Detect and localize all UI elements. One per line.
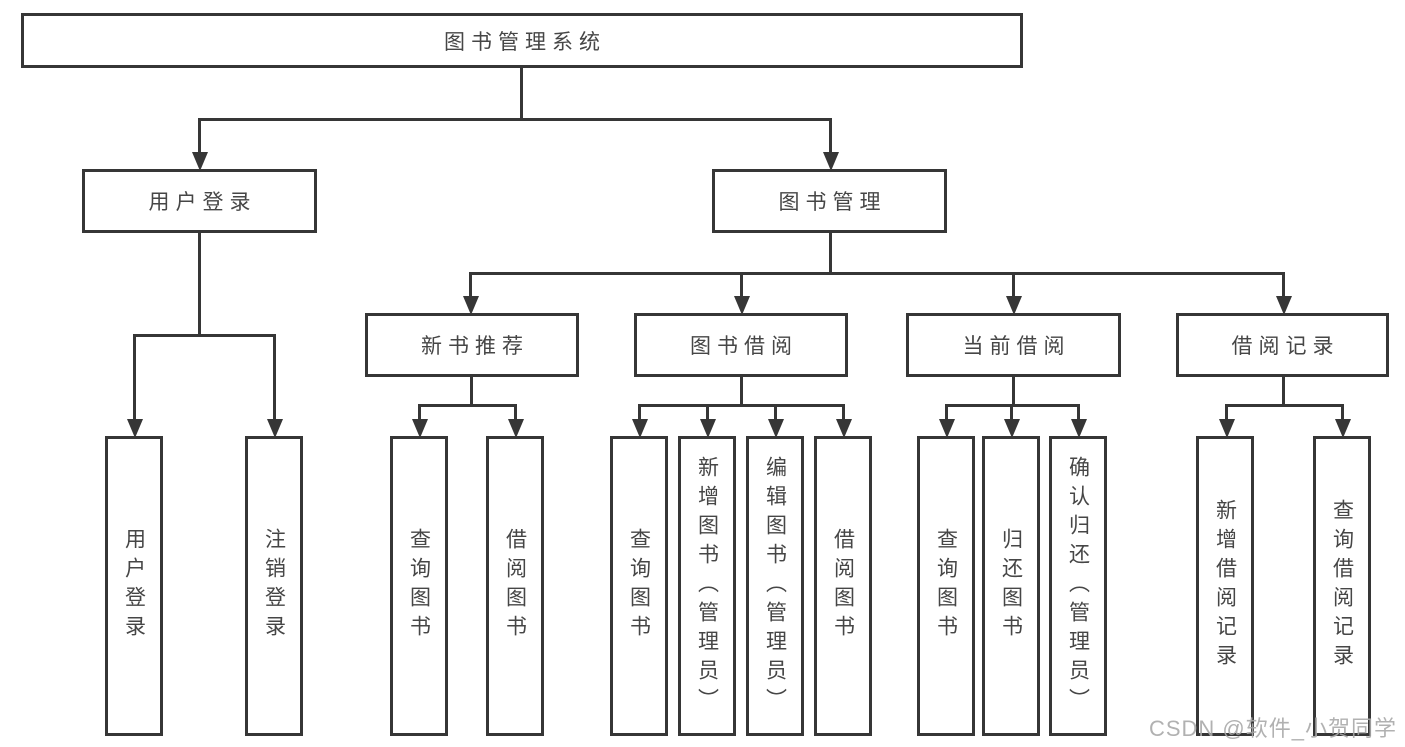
node-root-library-system: 图书管理系统 [21, 13, 1023, 68]
tree-connector-line [520, 66, 523, 120]
tree-connector-line [1225, 404, 1228, 422]
tree-connector-line [638, 404, 845, 407]
leaf-query-borrow-record: 查询借阅记录 [1313, 436, 1371, 736]
node-new-book-recommend: 新书推荐 [365, 313, 579, 377]
tree-connector-line [273, 334, 276, 422]
tree-connector-line [1282, 272, 1285, 299]
node-user-login: 用户登录 [82, 169, 317, 233]
tree-connector-line [774, 404, 777, 422]
tree-connector-line [418, 404, 421, 422]
arrowhead-down-icon [1071, 419, 1087, 438]
tree-connector-line [842, 404, 845, 422]
tree-connector-line [1012, 272, 1015, 299]
arrowhead-down-icon [412, 419, 428, 438]
leaf-label: 借阅图书 [831, 528, 855, 644]
tree-connector-line [198, 118, 832, 121]
node-borrowing-records: 借阅记录 [1176, 313, 1389, 377]
leaf-edit-books-admin: 编辑图书（管理员） [746, 436, 804, 736]
tree-connector-line [1225, 404, 1344, 407]
node-book-borrowing: 图书借阅 [634, 313, 848, 377]
tree-connector-line [198, 118, 201, 155]
arrowhead-down-icon [823, 152, 839, 171]
tree-connector-line [1282, 375, 1285, 407]
arrowhead-down-icon [939, 419, 955, 438]
tree-connector-line [514, 404, 517, 422]
node-current-borrowing: 当前借阅 [906, 313, 1121, 377]
arrowhead-down-icon [463, 296, 479, 315]
tree-connector-line [469, 272, 472, 299]
arrowhead-down-icon [632, 419, 648, 438]
tree-connector-line [829, 231, 832, 275]
tree-connector-line [133, 334, 276, 337]
leaf-label: 查询图书 [407, 528, 431, 644]
arrowhead-down-icon [836, 419, 852, 438]
arrowhead-down-icon [1276, 296, 1292, 315]
leaf-add-borrow-record: 新增借阅记录 [1196, 436, 1254, 736]
tree-connector-line [1341, 404, 1344, 422]
arrowhead-down-icon [700, 419, 716, 438]
leaf-return-books: 归还图书 [982, 436, 1040, 736]
tree-connector-line [470, 375, 473, 407]
leaf-label: 查询图书 [627, 528, 651, 644]
leaf-confirm-return-admin: 确认归还（管理员） [1049, 436, 1107, 736]
tree-connector-line [198, 231, 201, 337]
arrowhead-down-icon [734, 296, 750, 315]
leaf-label: 新增借阅记录 [1213, 499, 1237, 673]
tree-connector-line [945, 404, 948, 422]
leaf-query-books-borrowing: 查询图书 [610, 436, 668, 736]
leaf-logout: 注销登录 [245, 436, 303, 736]
leaf-query-books-recommend: 查询图书 [390, 436, 448, 736]
arrowhead-down-icon [267, 419, 283, 438]
leaf-label: 新增图书（管理员） [695, 455, 719, 717]
arrowhead-down-icon [1219, 419, 1235, 438]
arrowhead-down-icon [127, 419, 143, 438]
arrowhead-down-icon [1006, 296, 1022, 315]
leaf-borrow-books: 借阅图书 [814, 436, 872, 736]
arrowhead-down-icon [192, 152, 208, 171]
arrowhead-down-icon [768, 419, 784, 438]
tree-connector-line [740, 272, 743, 299]
node-book-management: 图书管理 [712, 169, 947, 233]
leaf-borrow-books-recommend: 借阅图书 [486, 436, 544, 736]
leaf-add-books-admin: 新增图书（管理员） [678, 436, 736, 736]
leaf-label: 查询图书 [934, 528, 958, 644]
leaf-label: 借阅图书 [503, 528, 527, 644]
tree-connector-line [706, 404, 709, 422]
tree-connector-line [469, 272, 1285, 275]
tree-connector-line [829, 118, 832, 155]
arrowhead-down-icon [1335, 419, 1351, 438]
leaf-label: 查询借阅记录 [1330, 499, 1354, 673]
arrowhead-down-icon [1004, 419, 1020, 438]
tree-connector-line [418, 404, 517, 407]
leaf-label: 用户登录 [122, 528, 146, 644]
leaf-query-books-current: 查询图书 [917, 436, 975, 736]
arrowhead-down-icon [508, 419, 524, 438]
tree-connector-line [1010, 404, 1013, 422]
leaf-label: 注销登录 [262, 528, 286, 644]
leaf-label: 编辑图书（管理员） [763, 455, 787, 717]
tree-connector-line [1077, 404, 1080, 422]
csdn-watermark: CSDN @软件_小贺同学 [1148, 716, 1397, 741]
tree-connector-line [638, 404, 641, 422]
leaf-label: 归还图书 [999, 528, 1023, 644]
leaf-label: 确认归还（管理员） [1066, 455, 1090, 717]
tree-connector-line [133, 334, 136, 422]
tree-connector-line [740, 375, 743, 407]
tree-connector-line [1012, 375, 1015, 407]
leaf-user-login: 用户登录 [105, 436, 163, 736]
